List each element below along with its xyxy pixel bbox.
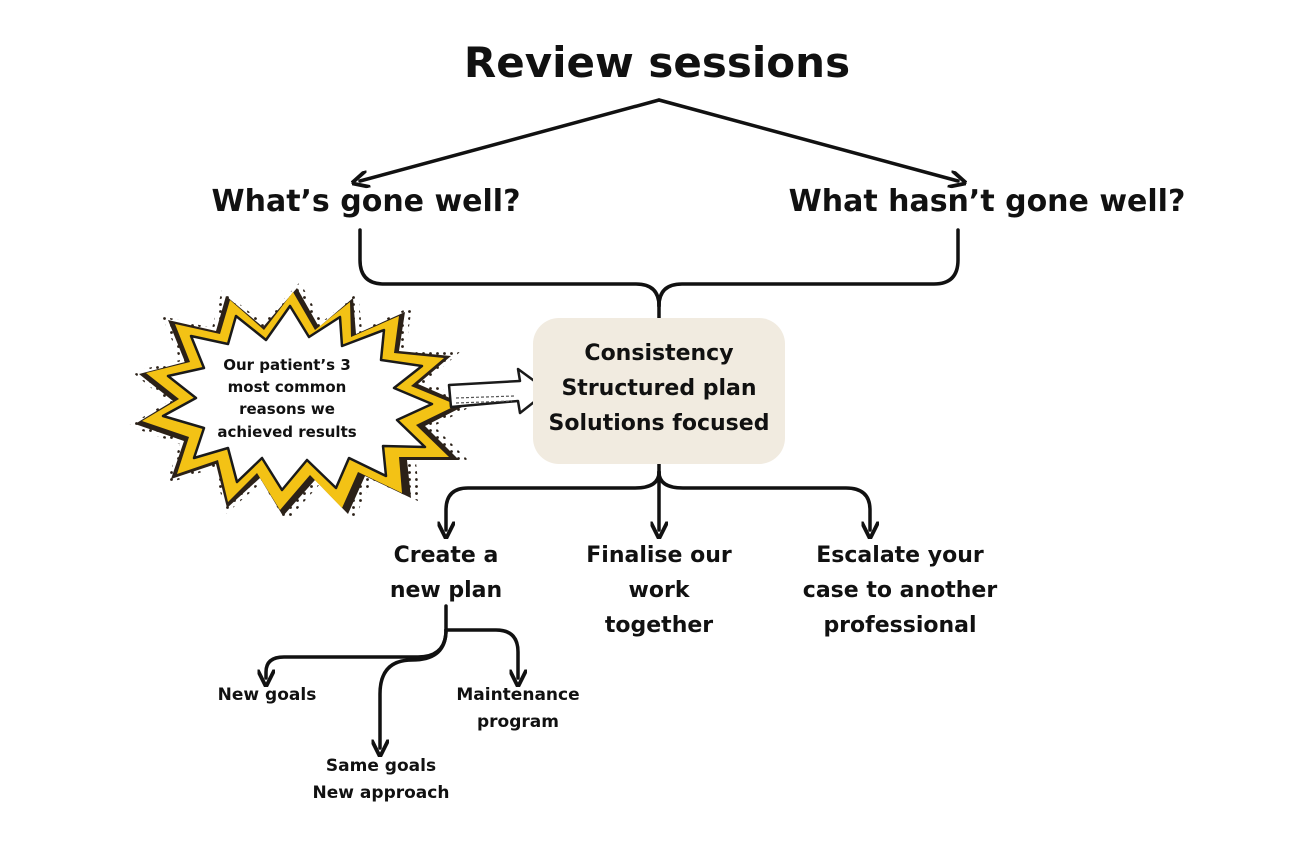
connector-focus-left [446,470,661,530]
suboption-line: program [477,712,559,733]
connector-questions-to-focus [358,228,960,331]
option-line: professional [823,613,977,639]
burst-caption-line: reasons we [239,400,335,419]
focus-items: Consistency Structured plan Solutions fo… [549,336,770,442]
connector-right-question-down [657,228,960,308]
question-gone-well: What’s gone well? [211,184,521,219]
connector-left-question-down [358,228,661,308]
focus-item: Solutions focused [548,411,770,437]
focus-item: Consistency [584,341,734,366]
burst-white-core [161,304,434,492]
option-line: together [604,613,714,639]
option-escalate-case: Escalate your case to another profession… [803,538,997,644]
connector-title-left [360,98,661,181]
suboption-line: New approach [312,783,450,804]
suboption-line: Maintenance [456,685,580,705]
connector-plan-left [266,628,448,678]
burst-graphic [128,282,476,522]
option-line: Finalise our [586,543,732,568]
option-line: case to another [802,578,998,604]
suboption-line: New goals [217,685,317,705]
option-line: new plan [389,578,503,604]
connector-focus-right [657,470,870,530]
connector-focus-to-options [446,444,870,530]
connector-plan-right [444,628,518,678]
focus-box [533,318,785,464]
suboption-new-goals: New goals [218,682,317,709]
burst-caption-line: Our patient’s 3 [223,356,351,374]
option-create-new-plan: Create a new plan [390,538,502,608]
burst-caption: Our patient’s 3 most common reasons we a… [217,354,356,443]
suboption-same-goals-new-approach: Same goals New approach [313,753,450,807]
connector-plan-middle [380,628,448,748]
option-line: Create a [393,543,499,568]
option-line: work [628,578,690,604]
diagram-title: Review sessions [463,38,851,87]
burst-caption-line: most common [227,378,347,397]
suboption-line: Same goals [325,756,437,776]
question-not-gone-well: What hasn’t gone well? [788,184,1186,219]
arrow-to-focus-hatch [455,395,515,404]
option-line: Escalate your [816,543,984,568]
connector-plan-to-suboptions [266,604,518,748]
burst-caption-line: achieved results [217,422,357,441]
connector-title-right [657,98,958,181]
focus-item: Structured plan [561,376,757,402]
suboption-maintenance-program: Maintenance program [456,682,579,736]
connector-title-to-questions [360,98,958,181]
option-finalise-work: Finalise our work together [586,538,731,644]
